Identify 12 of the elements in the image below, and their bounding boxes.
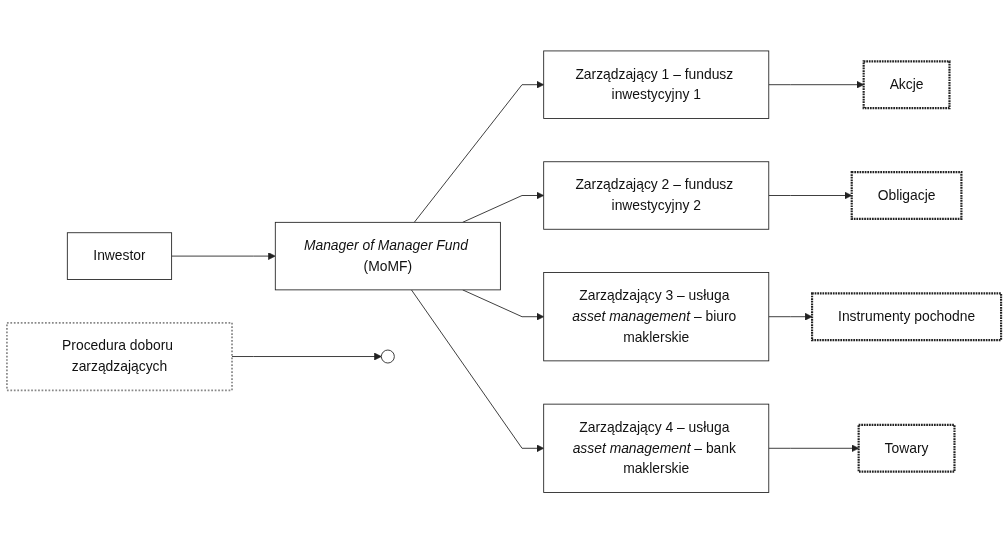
node-box: Zarządzający 1 – fundusz inwestycyjny 1 [543, 50, 770, 120]
node-box: Towary [857, 424, 956, 474]
node-box: Instrumenty pochodne [810, 292, 1003, 342]
node-box: Manager of Manager Fund (MoMF) [274, 222, 501, 291]
node-box: Zarządzający 4 – usługa asset management – bank maklerskie [543, 404, 770, 494]
node-box: Zarządzający 2 – fundusz inwestycyjny 2 [543, 161, 770, 230]
node-box: Inwestor [66, 232, 173, 281]
node-box: Obligacje [850, 171, 963, 221]
node-ellipse [380, 349, 395, 364]
node-box: Procedura doboru zarządzających [6, 322, 233, 392]
node-box: Zarządzający 3 – usługa asset management – biuro maklerskie [543, 272, 770, 362]
node-box: Akcje [862, 60, 951, 110]
